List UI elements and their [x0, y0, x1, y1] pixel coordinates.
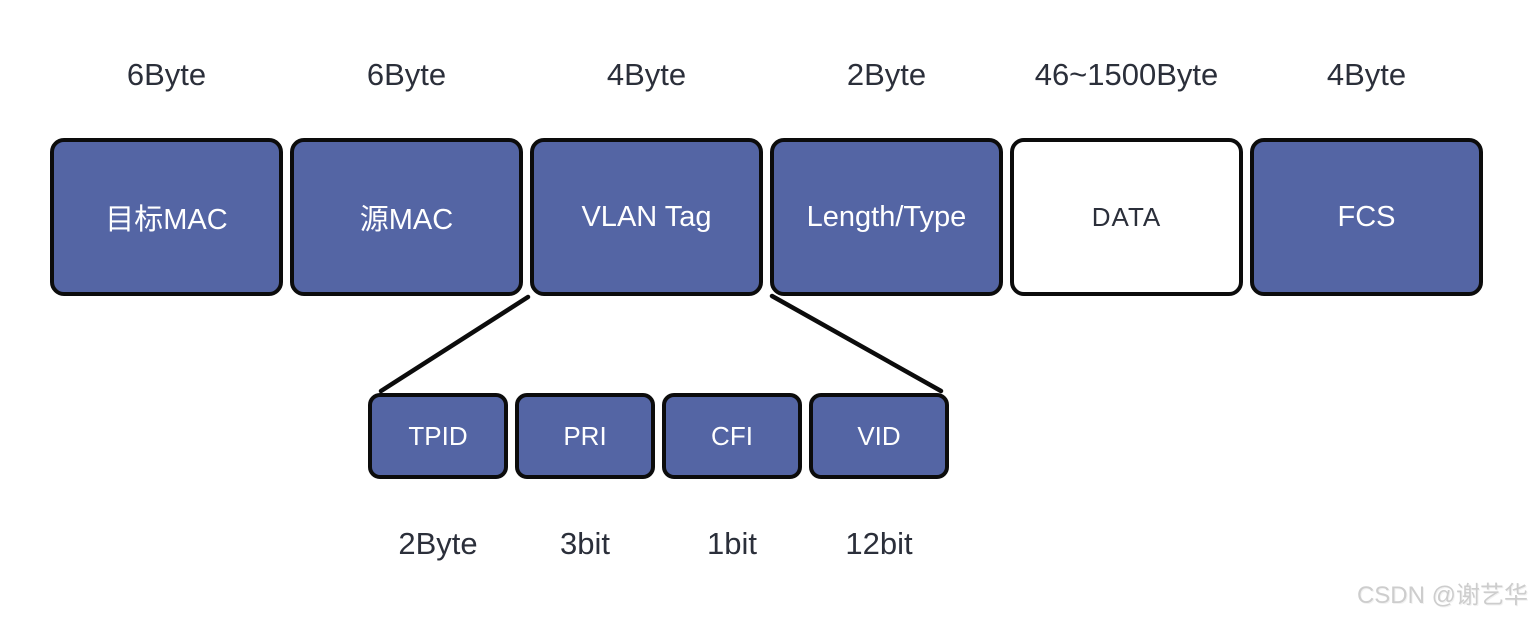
field-label-fcs: FCS	[1337, 200, 1396, 233]
field-box-data: DATA	[1010, 138, 1243, 296]
subfield-box-vid: VID	[809, 393, 949, 479]
expansion-line-left	[378, 294, 531, 394]
size-label-tpid: 2Byte	[398, 526, 478, 561]
subfield-box-pri: PRI	[515, 393, 655, 479]
field-label-length-type: Length/Type	[806, 200, 967, 233]
size-label-pri: 3bit	[560, 526, 610, 561]
size-label-cfi: 1bit	[707, 526, 757, 561]
field-box-length-type: Length/Type	[770, 138, 1003, 296]
field-box-vlan-tag: VLAN Tag	[530, 138, 763, 296]
field-label-src-mac: 源MAC	[359, 204, 454, 236]
size-label-vid: 12bit	[845, 526, 913, 561]
subfield-box-tpid: TPID	[368, 393, 508, 479]
field-label-dest-mac: 目标MAC	[105, 204, 228, 236]
field-box-dest-mac: 目标MAC	[50, 138, 283, 296]
field-label-data: DATA	[1091, 201, 1162, 232]
subfield-label-vid: VID	[857, 420, 901, 451]
field-label-vlan-tag: VLAN Tag	[581, 200, 712, 233]
subfield-box-cfi: CFI	[662, 393, 802, 479]
field-box-fcs: FCS	[1250, 138, 1483, 296]
size-label-vlan-tag: 4Byte	[606, 57, 687, 92]
expansion-line-right	[769, 293, 944, 394]
size-label-data: 46~1500Byte	[1034, 57, 1219, 92]
size-label-length-type: 2Byte	[846, 57, 927, 92]
watermark: CSDN @谢艺华	[1356, 582, 1528, 609]
field-box-src-mac: 源MAC	[290, 138, 523, 296]
size-label-fcs: 4Byte	[1326, 57, 1407, 92]
subfield-label-cfi: CFI	[711, 420, 753, 451]
size-label-dest-mac: 6Byte	[126, 57, 207, 92]
subfield-label-pri: PRI	[563, 420, 607, 451]
size-label-src-mac: 6Byte	[366, 57, 447, 92]
subfield-label-tpid: TPID	[408, 420, 468, 451]
